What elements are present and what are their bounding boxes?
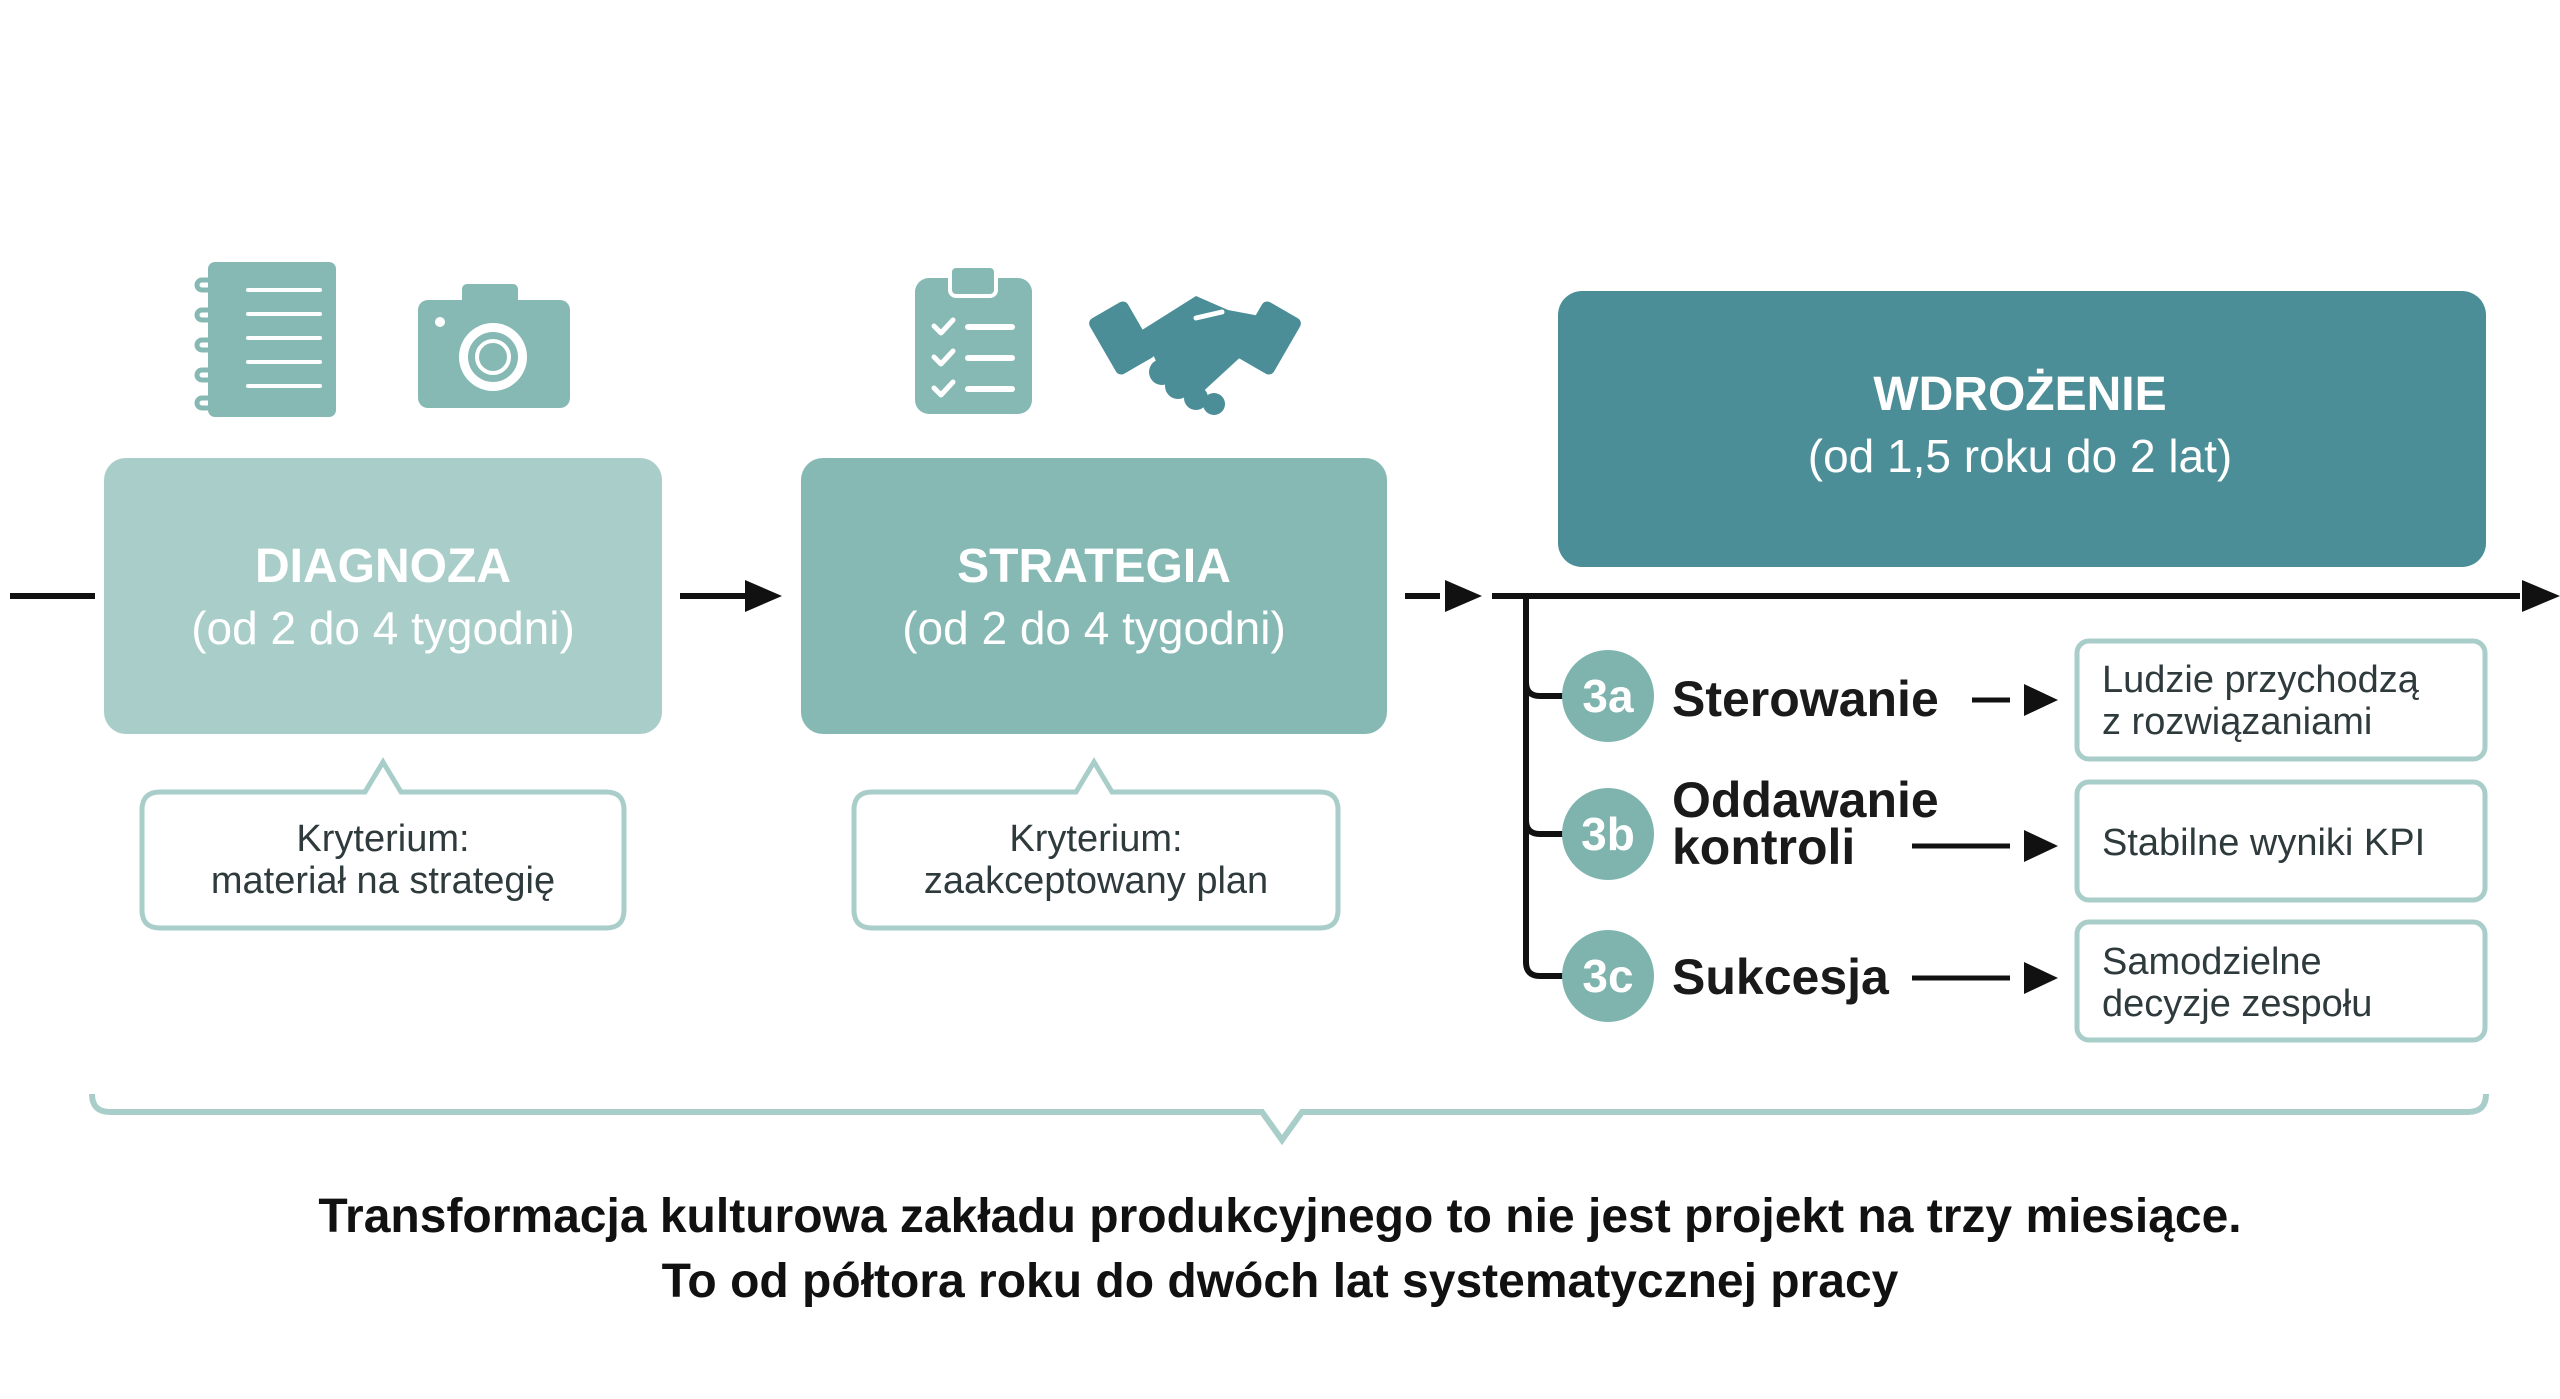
phase-diagnoza: DIAGNOZA (od 2 do 4 tygodni) <box>104 458 662 734</box>
criterion-diagnoza-line1: Kryterium: <box>296 818 469 860</box>
clipboard-checklist-icon <box>915 264 1032 414</box>
criterion-strategia-line2: zaakceptowany plan <box>924 860 1268 902</box>
result-3c <box>2074 919 2488 1043</box>
strategia-title: STRATEGIA <box>957 540 1231 593</box>
step-3b-label-line1: Oddawanie <box>1672 772 1939 828</box>
wdrozenie-duration: (od 1,5 roku do 2 lat) <box>1808 430 2232 482</box>
step-3b: 3b Oddawanie kontroli Stabilne wyniki KP… <box>1562 772 2488 903</box>
summary-line1: Transformacja kulturowa zakładu produkcy… <box>318 1190 2241 1243</box>
result-3c-line1: Samodzielne <box>2102 941 2322 983</box>
summary-line2: To od półtora roku do dwóch lat systemat… <box>662 1255 1899 1308</box>
camera-icon <box>418 284 570 408</box>
summary-brace <box>89 1093 2489 1146</box>
steps-branch <box>1523 596 1568 979</box>
step-badge-3c-label: 3c <box>1582 950 1633 1002</box>
wdrozenie-title: WDROŻENIE <box>1873 368 2166 421</box>
criterion-diagnoza: Kryterium: materiał na strategię <box>139 757 627 931</box>
step-3b-label-line2: kontroli <box>1672 819 1855 875</box>
step-3a-label: Sterowanie <box>1672 671 1939 727</box>
result-3b <box>2074 779 2488 903</box>
result-3a-line2: z rozwiązaniami <box>2102 701 2372 743</box>
wdrozenie-box <box>1558 291 2486 567</box>
step-badge-3a-label: 3a <box>1582 670 1634 722</box>
strategia-box <box>801 458 1387 734</box>
phase-strategia: STRATEGIA (od 2 do 4 tygodni) <box>801 458 1387 734</box>
strategia-duration: (od 2 do 4 tygodni) <box>902 602 1286 654</box>
step-3c-label: Sukcesja <box>1672 949 1890 1005</box>
step-badge-3b <box>1562 788 1654 880</box>
step-3c: 3c Sukcesja Samodzielne decyzje zespołu <box>1562 919 2488 1043</box>
step-3a: 3a Sterowanie Ludzie przychodzą z rozwią… <box>1562 638 2488 762</box>
diagnoza-box <box>104 458 662 734</box>
diagnoza-duration: (od 2 do 4 tygodni) <box>191 602 575 654</box>
notebook-icon <box>194 262 336 417</box>
result-3c-line2: decyzje zespołu <box>2102 983 2372 1025</box>
result-3a-line1: Ludzie przychodzą <box>2102 659 2420 701</box>
criterion-strategia-line1: Kryterium: <box>1009 818 1182 860</box>
step-badge-3b-label: 3b <box>1581 808 1635 860</box>
result-3b-line1: Stabilne wyniki KPI <box>2102 822 2425 864</box>
step-badge-3c <box>1562 930 1654 1022</box>
phase-wdrozenie: WDROŻENIE (od 1,5 roku do 2 lat) <box>1558 291 2486 567</box>
result-3a <box>2074 638 2488 762</box>
criterion-diagnoza-line2: materiał na strategię <box>211 860 555 902</box>
handshake-icon <box>1089 296 1301 415</box>
criterion-strategia: Kryterium: zaakceptowany plan <box>851 757 1341 931</box>
diagnoza-title: DIAGNOZA <box>255 540 511 593</box>
step-badge-3a <box>1562 650 1654 742</box>
